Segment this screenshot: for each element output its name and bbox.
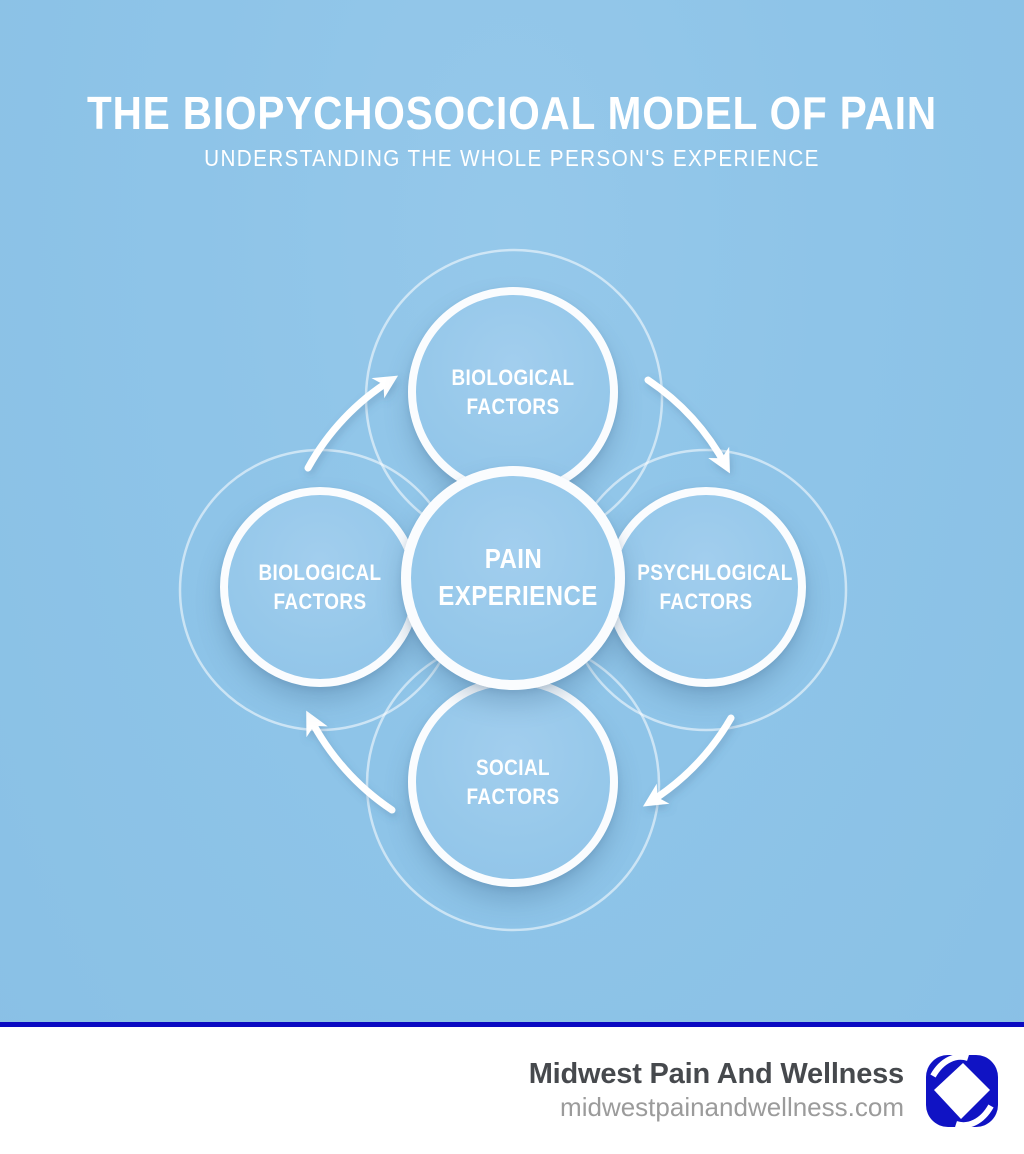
- node-biological-factors-left: BIOLOGICAL FACTORS: [220, 487, 420, 687]
- page-title: THE BIOPYCHOSOCIOAL MODEL OF PAIN: [87, 87, 937, 139]
- node-pain-experience: PAIN EXPERIENCE: [401, 466, 625, 690]
- node-label: SOCIAL FACTORS: [466, 754, 560, 809]
- page-subtitle: UNDERSTANDING THE WHOLE PERSON'S EXPERIE…: [204, 145, 820, 171]
- arrow-bottom-to-left: [306, 710, 396, 814]
- arrow-top-to-right: [644, 376, 730, 474]
- footer: Midwest Pain And Wellness midwestpainand…: [0, 1027, 1024, 1154]
- arrow-right-to-bottom: [642, 714, 735, 807]
- node-biological-factors-top: BIOLOGICAL FACTORS: [408, 287, 618, 497]
- brand-block: Midwest Pain And Wellness midwestpainand…: [528, 1057, 905, 1123]
- brand-website: midwestpainandwellness.com: [560, 1092, 904, 1123]
- diagram-rings-and-arrows: [178, 248, 848, 932]
- node-psychological-factors: PSYCHLOGICAL FACTORS: [606, 487, 806, 687]
- cycle-arrows: [304, 375, 735, 814]
- node-label: BIOLOGICAL FACTORS: [258, 559, 382, 614]
- node-label: PAIN EXPERIENCE: [437, 543, 598, 611]
- brand-name: Midwest Pain And Wellness: [528, 1057, 905, 1090]
- node-social-factors: SOCIAL FACTORS: [408, 677, 618, 887]
- node-label: BIOLOGICAL FACTORS: [451, 364, 575, 419]
- arrow-left-to-top: [304, 375, 399, 472]
- footer-divider: [0, 1022, 1024, 1027]
- node-label: PSYCHLOGICAL FACTORS: [637, 559, 793, 614]
- blue-diamond-logo-icon: [926, 1053, 998, 1128]
